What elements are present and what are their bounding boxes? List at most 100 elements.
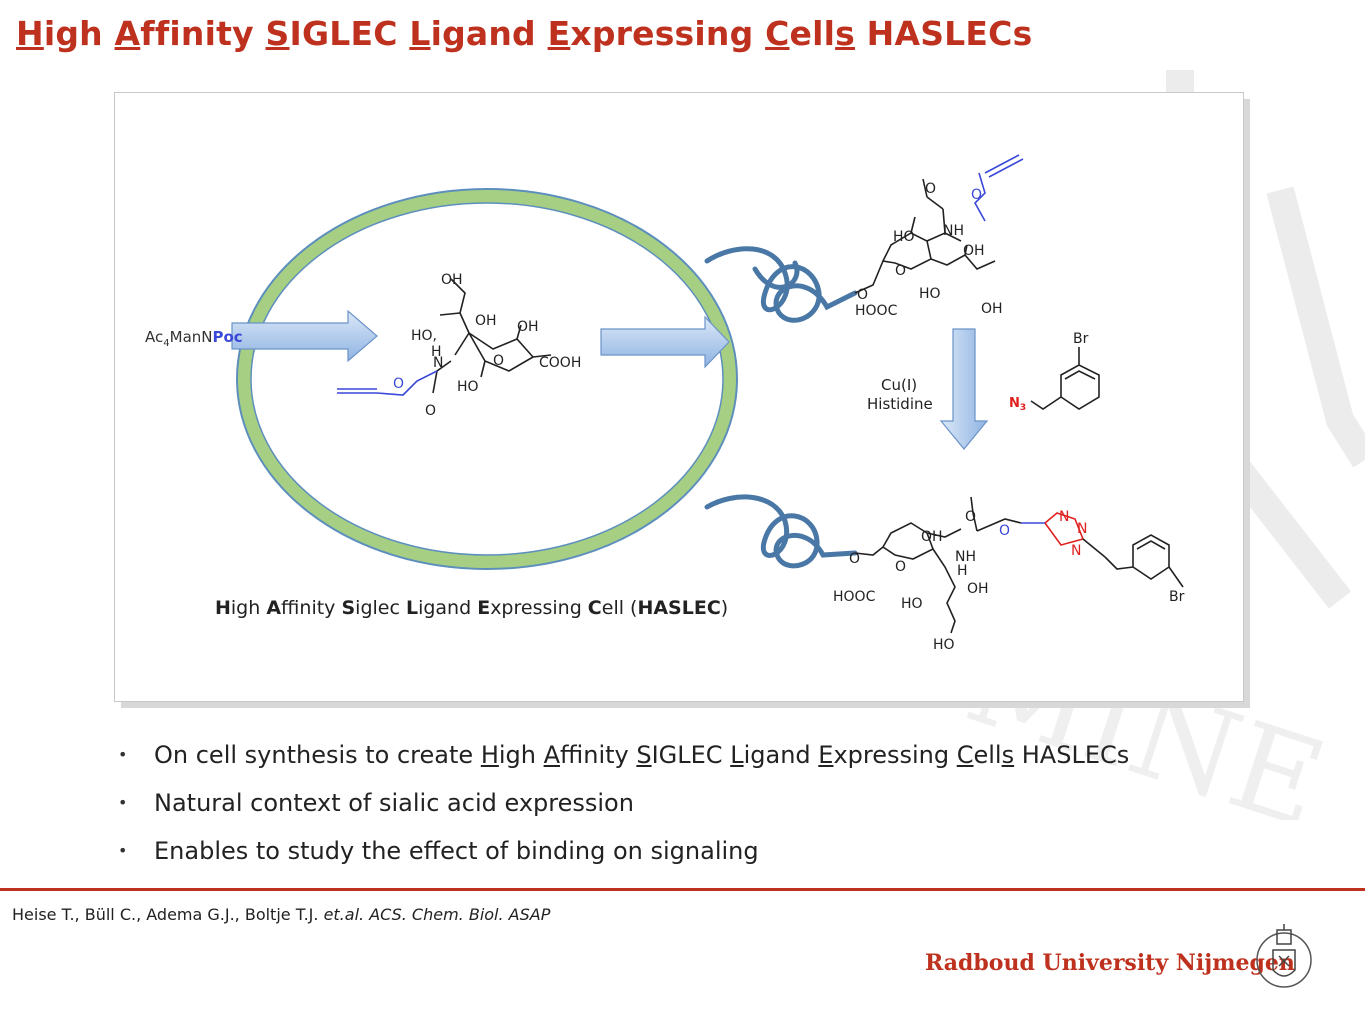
title-segment: s [835,14,855,53]
bullet-text: A [543,741,561,769]
precursor-label: Ac4ManNPoc [145,328,243,349]
click-reaction-arrow [939,328,989,450]
title-segment: H [16,14,44,53]
bullet-text: On cell synthesis to create [154,741,481,769]
bullet-item: On cell synthesis to create High Affinit… [118,735,1129,783]
caption-segment: S [341,597,355,619]
azide-label: N3 [1009,396,1026,413]
sialic-acid-labels: OH OH HO, OH H N O COOH HO O O [393,272,581,419]
figure-caption: High Affinity Siglec Ligand Expressing C… [215,597,728,619]
caption-segment: H [215,597,231,619]
svg-text:OH: OH [517,319,539,335]
svg-text:OH: OH [967,581,989,597]
caption-segment: HASLEC [637,597,720,619]
caption-segment: iglec [355,597,406,619]
bullet-text: Natural context of sialic acid expressio… [154,789,634,817]
expression-arrow [600,315,730,369]
sialic-acid-structure [337,278,552,396]
bullet-text: HASLECs [1014,741,1130,769]
svg-text:O: O [425,403,436,419]
title-segment: HASLECs [854,14,1033,53]
caption-segment: xpressing [490,597,588,619]
triazole-sialoside-structure [854,496,1184,634]
caption-segment: igand [418,597,477,619]
reference-journal: et.al. ACS. Chem. Biol. ASAP [323,905,551,924]
svg-text:N: N [1059,509,1069,525]
bullet-list: On cell synthesis to create High Affinit… [118,735,1129,879]
svg-text:NH: NH [943,223,964,239]
triazole-ring [1021,512,1106,558]
svg-text:COOH: COOH [539,355,581,371]
caption-segment: L [406,597,418,619]
svg-text:HO: HO [933,637,955,653]
title-segment: ell [789,14,836,53]
svg-text:HO: HO [893,229,915,245]
bullet-text: ell [973,741,1002,769]
svg-text:O: O [895,559,906,575]
caption-segment: ell ( [602,597,638,619]
title-segment: L [409,14,431,53]
title-segment: ffinity [140,14,266,53]
title-segment: S [265,14,290,53]
bullet-text: E [818,741,834,769]
svg-text:HOOC: HOOC [833,589,876,605]
university-name: Radboud University Nijmegen [925,950,1295,976]
page-title: High Affinity SIGLEC Ligand Expressing C… [16,14,1032,53]
triazole-sialoside-labels: O HOOC O OH NH H OH HO HO O O N N N Br [833,509,1185,653]
svg-text:HO,: HO, [411,328,437,344]
bromo-label: Br [1073,331,1089,347]
caption-segment: ffinity [281,597,341,619]
caption-segment: ) [721,597,728,619]
caption-segment: igh [231,597,266,619]
svg-text:HO: HO [901,596,923,612]
reference-authors: Heise T., Büll C., Adema G.J., Boltje T.… [12,905,324,924]
svg-text:NH: NH [955,549,976,565]
svg-text:HOOC: HOOC [855,303,898,319]
svg-text:O: O [999,523,1010,539]
bullet-item: Enables to study the effect of binding o… [118,831,1129,879]
caption-segment: A [266,597,281,619]
svg-text:N: N [1077,521,1087,537]
title-segment: igh [43,14,115,53]
bullet-text: IGLEC [651,741,731,769]
svg-text:O: O [857,287,868,303]
poc-sialoside-labels: O HOOC O HO NH OH HO OH O O [855,181,1003,319]
svg-text:O: O [849,551,860,567]
caption-segment: E [477,597,490,619]
uptake-arrow [231,309,378,363]
bullet-text: H [480,741,499,769]
reaction-condition-1: Cu(I) [881,376,917,394]
reference: Heise T., Büll C., Adema G.J., Boltje T.… [12,905,550,924]
svg-text:O: O [393,376,404,392]
svg-text:HO: HO [919,286,941,302]
svg-text:O: O [971,187,982,203]
svg-text:O: O [965,509,976,525]
bullet-item: Natural context of sialic acid expressio… [118,783,1129,831]
svg-text:N: N [1071,543,1081,559]
figure-panel: Ac4ManNPoc OH OH HO, OH H N O COOH HO [114,92,1244,702]
title-segment: xpressing [570,14,766,53]
university-seal-logo [1256,924,1312,988]
svg-text:H: H [957,563,968,579]
bullet-text: igh [498,741,544,769]
title-segment: IGLEC [289,14,410,53]
bullet-text: L [730,741,744,769]
svg-text:OH: OH [963,243,985,259]
title-segment: C [765,14,790,53]
poc-sialoside-structure [854,154,1024,294]
svg-text:OH: OH [921,529,943,545]
bullet-text: S [636,741,652,769]
svg-text:H: H [431,344,442,360]
bullet-text: xpressing [833,741,957,769]
haslec-scheme: Ac4ManNPoc OH OH HO, OH H N O COOH HO [145,154,1185,653]
footer-divider [0,888,1365,891]
svg-text:OH: OH [441,272,463,288]
bullet-text: igand [743,741,819,769]
bullet-text: C [956,741,974,769]
title-segment: A [114,14,141,53]
svg-text:Br: Br [1169,589,1185,605]
svg-text:O: O [925,181,936,197]
title-segment: igand [430,14,548,53]
svg-text:N: N [433,355,443,371]
svg-text:HO: HO [457,379,479,395]
